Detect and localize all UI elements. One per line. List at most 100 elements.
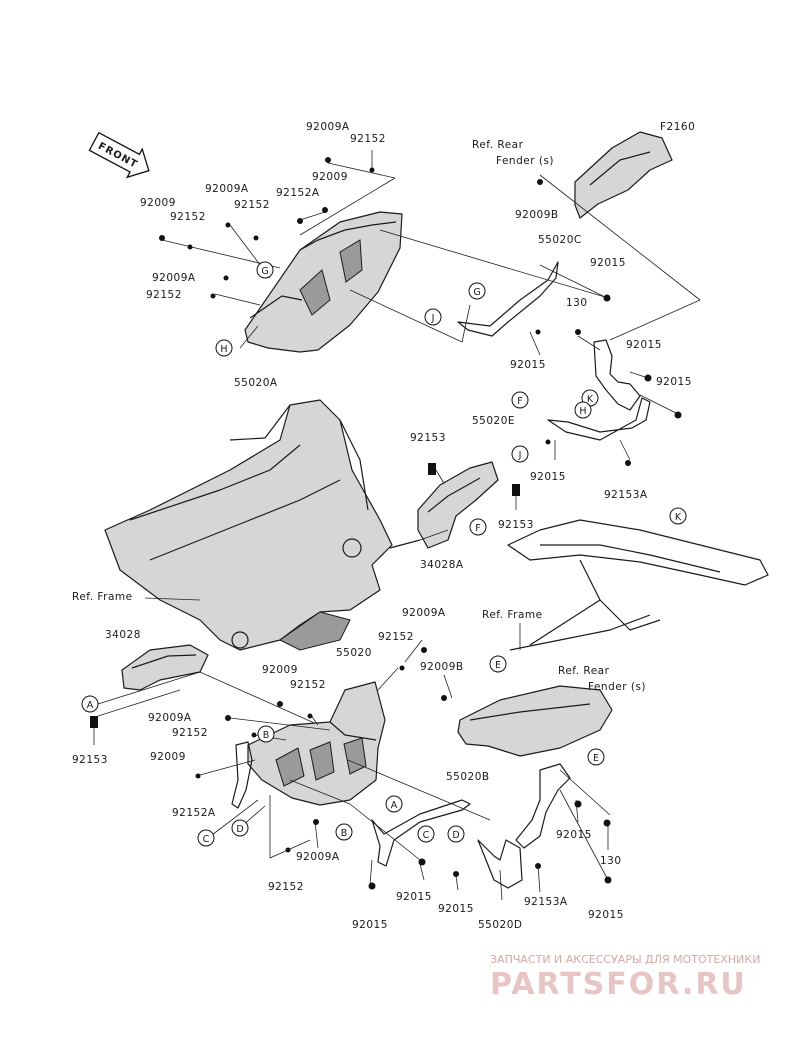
callout-marker: F <box>469 518 487 536</box>
cover-55020a <box>244 211 403 353</box>
part-label: 92152 <box>350 133 386 145</box>
part-label: 92009 <box>140 197 176 209</box>
bracket-e-bottom <box>515 763 571 849</box>
bottom-fasteners <box>90 647 612 890</box>
svg-text:E: E <box>495 660 501 671</box>
callout-marker: J <box>424 308 442 326</box>
callout-marker: E <box>489 655 507 673</box>
callouts: G H G J K F H J F K E A B C D A B C D E <box>81 261 687 847</box>
part-label: 92153A <box>524 896 568 908</box>
part-label: 92009B <box>420 661 464 673</box>
callout-marker: G <box>256 261 274 279</box>
svg-text:K: K <box>587 394 594 405</box>
callout-marker: J <box>511 445 529 463</box>
part-label: 130 <box>566 297 588 309</box>
part-label: 92015 <box>588 909 624 921</box>
part-label: 92015 <box>510 359 546 371</box>
svg-text:B: B <box>341 828 348 839</box>
ref-rear-fender-top-1: Ref. Rear <box>472 139 524 151</box>
part-label: 92152A <box>172 807 216 819</box>
part-label: 92009A <box>148 712 192 724</box>
cover-55020 <box>247 681 386 806</box>
part-label: 92153 <box>410 432 446 444</box>
part-label: 92009A <box>205 183 249 195</box>
part-label: 92009 <box>262 664 298 676</box>
svg-text:G: G <box>261 266 268 277</box>
bracket-55020c <box>457 261 559 337</box>
part-label: 92153 <box>498 519 534 531</box>
part-label: 92152 <box>172 727 208 739</box>
part-label: 92009A <box>306 121 350 133</box>
callout-marker: G <box>468 282 486 300</box>
part-label: 92009 <box>150 751 186 763</box>
part-label: 55020B <box>446 771 490 783</box>
middle-leaders <box>93 529 521 745</box>
ref-rear-fender-top-2: Fender (s) <box>496 155 554 167</box>
main-frame <box>104 399 421 651</box>
part-label: 92153 <box>72 754 108 766</box>
top-fasteners <box>159 157 682 496</box>
part-label: 92009B <box>515 209 559 221</box>
callout-marker: C <box>197 829 215 847</box>
callout-marker: F <box>511 391 529 409</box>
part-label: 55020D <box>478 919 523 931</box>
callout-marker: A <box>81 695 99 713</box>
part-label: 92152 <box>378 631 414 643</box>
callout-marker: A <box>385 795 403 813</box>
svg-text:A: A <box>87 700 94 711</box>
svg-text:D: D <box>452 830 459 841</box>
svg-text:J: J <box>431 313 435 324</box>
part-label: 92015 <box>438 903 474 915</box>
callout-marker: H <box>574 401 592 419</box>
part-label: 92009A <box>296 851 340 863</box>
part-labels: 92009A 92152 92009A 92152A 92009 92009 9… <box>72 121 692 931</box>
part-label: 92015 <box>556 829 592 841</box>
rear-fender-bottom <box>457 685 613 757</box>
svg-text:A: A <box>391 800 398 811</box>
callout-marker: H <box>215 339 233 357</box>
bracket-55020d <box>477 839 523 889</box>
callout-marker: C <box>417 825 435 843</box>
svg-text:J: J <box>518 450 522 461</box>
callout-marker: K <box>669 507 687 525</box>
part-label: 34028A <box>420 559 464 571</box>
part-label: 92009A <box>402 607 446 619</box>
callout-marker: B <box>257 725 275 743</box>
subframe-rear <box>507 519 769 651</box>
svg-text:G: G <box>473 287 480 298</box>
part-label: 92152A <box>276 187 320 199</box>
part-label: 92152 <box>290 679 326 691</box>
part-label: 92015 <box>530 471 566 483</box>
part-label: 92015 <box>626 339 662 351</box>
part-label: 92152 <box>170 211 206 223</box>
ref-frame-left: Ref. Frame <box>72 591 133 603</box>
svg-text:F: F <box>475 523 480 534</box>
ref-rear-fender-bottom-2: Fender (s) <box>588 681 646 693</box>
part-label: 92152 <box>146 289 182 301</box>
part-label: 55020 <box>336 647 372 659</box>
bracket-55020e <box>547 397 651 441</box>
part-label: 92152 <box>268 881 304 893</box>
figure-code: F2160 <box>660 121 695 133</box>
rear-fender-top <box>574 131 673 219</box>
front-arrow: FRONT <box>88 131 150 179</box>
bracket-left-c <box>231 741 253 809</box>
svg-text:H: H <box>579 406 586 417</box>
part-label: 92009 <box>312 171 348 183</box>
callout-marker: E <box>587 748 605 766</box>
part-label: 130 <box>600 855 622 867</box>
part-label: 92015 <box>656 376 692 388</box>
part-label: 92009A <box>152 272 196 284</box>
part-label: 55020C <box>538 234 582 246</box>
part-label: 92015 <box>396 891 432 903</box>
svg-text:K: K <box>675 512 682 523</box>
svg-text:B: B <box>263 730 270 741</box>
part-label: 92015 <box>352 919 388 931</box>
svg-text:H: H <box>220 344 227 355</box>
bracket-k-top <box>593 339 641 411</box>
watermark-logo: PARTSFOR.RU <box>490 967 747 1002</box>
svg-text:C: C <box>423 830 430 841</box>
ref-frame-right: Ref. Frame <box>482 609 543 621</box>
part-label: 92153A <box>604 489 648 501</box>
